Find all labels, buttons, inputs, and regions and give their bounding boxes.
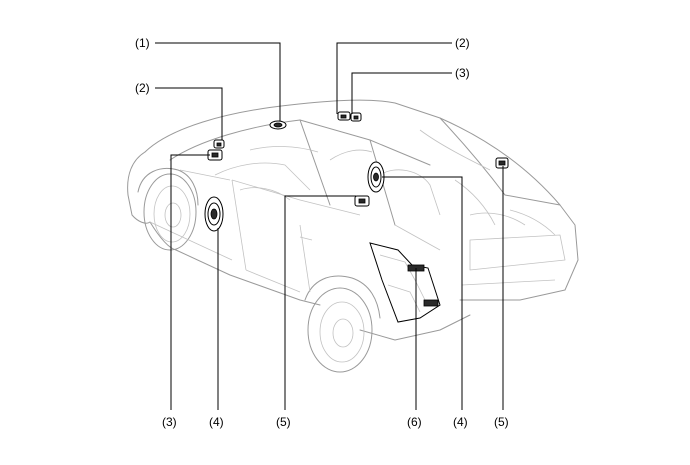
component-5-left-unit	[354, 195, 370, 207]
component-6-rear-unit	[369, 242, 441, 323]
callout-2-top-left: (2)	[135, 81, 150, 95]
callout-2-top-right: (2)	[455, 36, 470, 50]
component-3-right-unit	[350, 112, 362, 122]
callout-3-top-right: (3)	[455, 66, 470, 80]
component-5-right-unit	[495, 157, 509, 169]
callout-6-bottom: (6)	[407, 415, 422, 429]
callout-4-bottom-right: (4)	[453, 415, 468, 429]
component-1-roof-unit	[269, 120, 287, 130]
callout-5-bottom-right: (5)	[494, 415, 509, 429]
component-4-right-speaker	[367, 161, 385, 193]
callout-4-bottom-left: (4)	[209, 415, 224, 429]
component-3-left-unit	[207, 149, 223, 161]
callout-1-top: (1)	[135, 36, 150, 50]
car-outline	[127, 99, 579, 373]
callout-5-bottom-left: (5)	[276, 415, 291, 429]
component-4-left-speaker	[204, 196, 224, 232]
leader-lines	[155, 42, 504, 410]
component-2-left-unit	[213, 139, 225, 149]
callout-3-bottom: (3)	[162, 415, 177, 429]
component-2-right-unit	[337, 111, 351, 121]
